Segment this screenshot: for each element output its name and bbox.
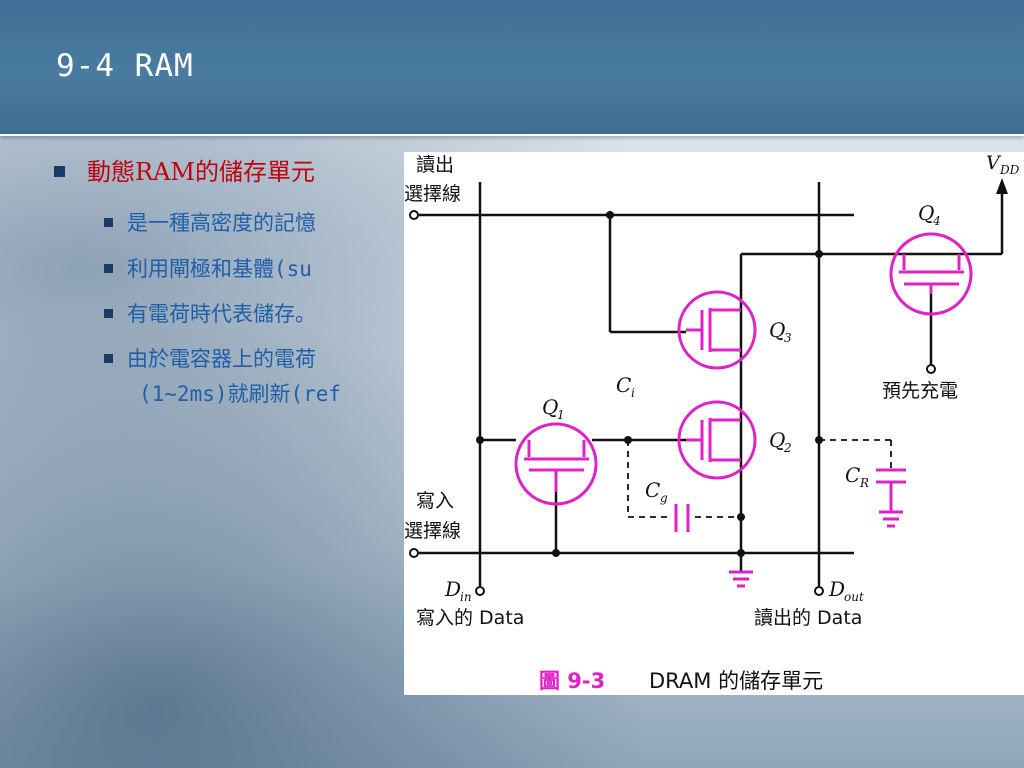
dout-label: D <box>828 577 845 601</box>
caption-text: DRAM 的儲存單元 <box>649 669 823 693</box>
vdd-label: V <box>986 152 1002 174</box>
read-select-label-1: 讀出 <box>416 154 454 176</box>
sub-bullet-text: 有電荷時代表儲存。 <box>127 302 316 326</box>
capacitor-cg <box>674 504 690 532</box>
main-bullet-text: 動態RAM的儲存單元 <box>87 158 315 186</box>
main-bullet: 動態RAM的儲存單元 <box>54 152 315 187</box>
q1-subscript: 1 <box>557 408 565 422</box>
q4-subscript: 4 <box>932 214 941 228</box>
vdd-arrow-icon <box>996 178 1008 194</box>
read-select-label-2: 選擇線 <box>404 183 461 205</box>
q3-subscript: 3 <box>784 331 792 345</box>
transistor-q2 <box>677 400 757 480</box>
cg-label: C <box>645 478 660 502</box>
sub-bullet-text: 利用閘極和基體(su <box>127 257 312 281</box>
dram-circuit-diagram: 讀出 選擇線 寫入 選擇線 V DD Q 1 Q 2 Q 3 Q 4 C i C… <box>404 152 1020 693</box>
write-data-label: 寫入的 Data <box>416 607 524 629</box>
capacitor-cr <box>876 468 906 512</box>
sub-bullet: 利用閘極和基體(su <box>104 253 312 283</box>
slide-title: 9-4 RAM <box>56 48 194 84</box>
write-select-label-1: 寫入 <box>416 490 454 512</box>
dout-subscript: out <box>844 590 864 604</box>
q2-subscript: 2 <box>783 441 792 455</box>
title-bar: 9-4 RAM <box>0 0 1024 136</box>
sub-bullet: 是一種高密度的記憶 <box>104 207 316 237</box>
terminal-nodes <box>409 210 936 596</box>
cg-subscript: g <box>660 491 668 505</box>
sub-bullet: 有電荷時代表儲存。 <box>104 298 316 328</box>
transistor-q3 <box>677 290 757 370</box>
ground-icon <box>729 510 903 588</box>
cr-subscript: R <box>859 476 869 490</box>
caption-number: 圖 9-3 <box>539 669 605 693</box>
precharge-label: 預先充電 <box>882 380 958 402</box>
ci-label: C <box>616 373 631 397</box>
write-select-label-2: 選擇線 <box>404 520 461 542</box>
dram-cell-figure: 讀出 選擇線 寫入 選擇線 V DD Q 1 Q 2 Q 3 Q 4 C i C… <box>404 152 1024 695</box>
square-bullet-icon <box>54 166 65 177</box>
q1-label: Q <box>542 395 558 419</box>
junction-dots <box>476 211 823 557</box>
cr-label: C <box>845 463 860 487</box>
sub-bullet: 由於電容器上的電荷 <box>104 343 316 373</box>
q3-label: Q <box>769 318 785 342</box>
transistor-q4 <box>889 232 973 316</box>
din-subscript: in <box>460 590 472 604</box>
square-bullet-icon <box>104 264 113 273</box>
ci-subscript: i <box>631 386 635 400</box>
vdd-subscript: DD <box>999 163 1020 177</box>
sub-bullet-text: 由於電容器上的電荷 <box>127 347 316 371</box>
sub-bullet-continuation: (1~2ms)就刷新(ref <box>139 382 342 406</box>
square-bullet-icon <box>104 218 113 227</box>
sub-bullet-text: 是一種高密度的記憶 <box>127 211 316 235</box>
square-bullet-icon <box>104 309 113 318</box>
square-bullet-icon <box>104 354 113 363</box>
read-data-label: 讀出的 Data <box>754 607 862 629</box>
parasitic-paths <box>627 439 892 518</box>
din-label: D <box>444 577 461 601</box>
q2-label: Q <box>769 428 785 452</box>
q4-label: Q <box>918 201 934 225</box>
transistor-q1 <box>514 422 598 506</box>
